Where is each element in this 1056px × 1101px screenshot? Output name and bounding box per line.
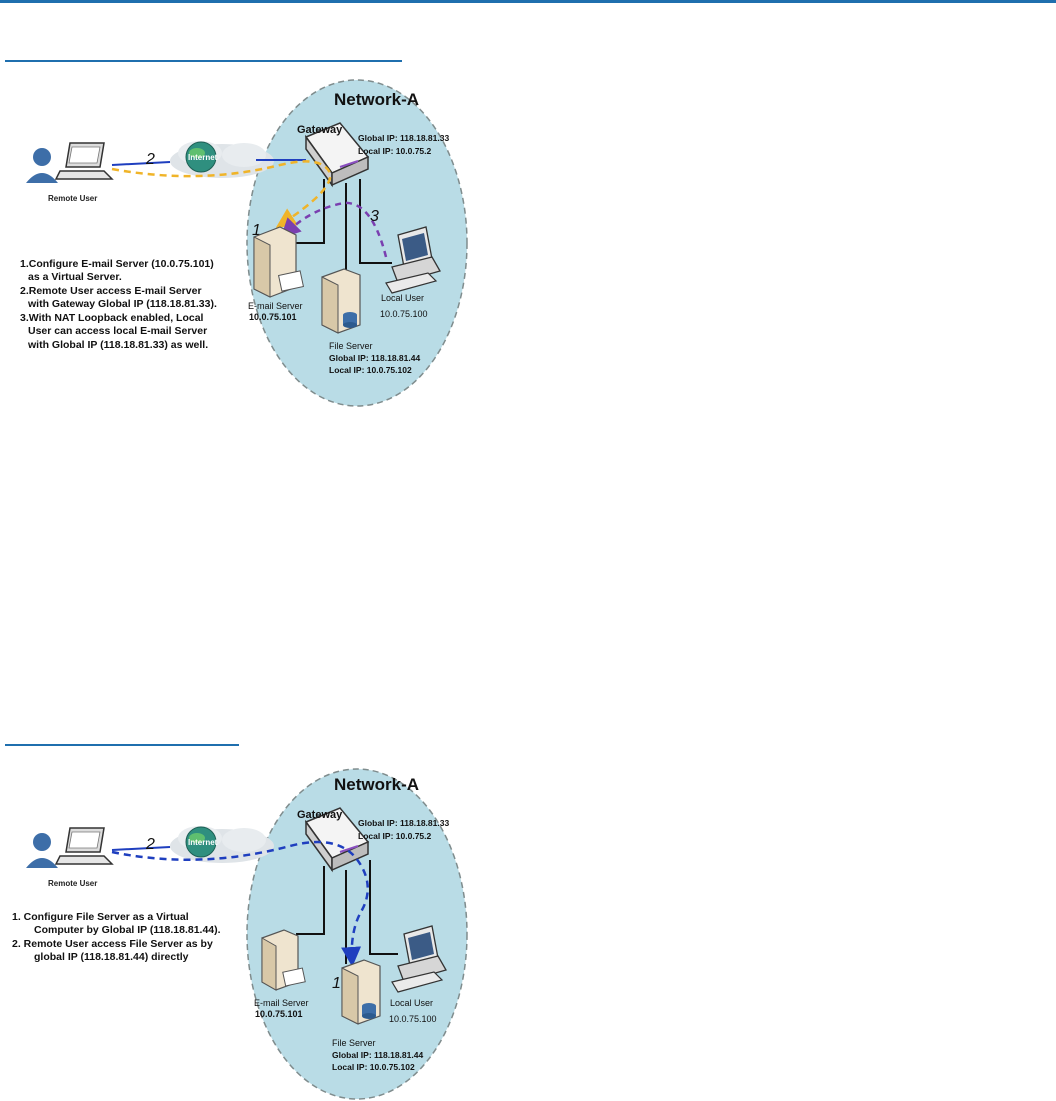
- file-server-icon: [341, 959, 381, 1025]
- file-server-global-ip: Global IP: 118.18.81.44: [332, 1050, 423, 1060]
- gateway-local-ip: Local IP: 10.0.75.2: [358, 146, 432, 156]
- email-server-ip: 10.0.75.101: [249, 312, 297, 322]
- file-server-label: File Server: [332, 1038, 376, 1048]
- step-1-label: 1: [252, 222, 261, 239]
- internet-label: Internet: [188, 838, 218, 847]
- gateway-global-ip: Global IP: 118.18.81.33: [358, 133, 449, 143]
- local-user-label: Local User: [381, 293, 424, 303]
- diagram-virtual-server-loopback: Network-A Remote User Internet Gateway G…: [20, 79, 468, 407]
- network-a-label: Network-A: [334, 775, 419, 794]
- section-heading-rule-virtual-computer: [5, 744, 239, 746]
- file-server-local-ip: Local IP: 10.0.75.102: [329, 365, 412, 375]
- diagram-virtual-computer: Network-A Remote User Internet Gateway G…: [12, 768, 468, 1100]
- gateway-label: Gateway: [297, 124, 343, 136]
- internet-label: Internet: [188, 153, 218, 162]
- network-a-area: [246, 768, 468, 1100]
- lan-link-email: [296, 866, 325, 935]
- remote-user-icon: [26, 142, 114, 183]
- email-server-icon: [261, 929, 306, 991]
- local-user-ip: 10.0.75.100: [389, 1014, 437, 1024]
- lan-link-email: [296, 179, 325, 244]
- local-user-label: Local User: [390, 998, 433, 1008]
- step-2-label: 2: [145, 836, 155, 853]
- note-line: 3.With NAT Loopback enabled, Local: [20, 312, 204, 324]
- remote-user-label: Remote User: [48, 879, 97, 888]
- gateway-router-icon: [304, 807, 370, 873]
- remote-link: [111, 161, 171, 166]
- remote-access-path: [111, 160, 332, 228]
- gateway-local-ip: Local IP: 10.0.75.2: [358, 831, 432, 841]
- diagram1-notes: 1.Configure E-mail Server (10.0.75.101) …: [20, 258, 217, 351]
- file-server-local-ip: Local IP: 10.0.75.102: [332, 1062, 415, 1072]
- network-a-area: [246, 79, 468, 407]
- note-line: Computer by Global IP (118.18.81.44).: [34, 924, 221, 936]
- email-server-label: E-mail Server: [254, 998, 309, 1008]
- note-line: as a Virtual Server.: [28, 271, 122, 283]
- step-1-label: 1: [332, 975, 341, 992]
- lan-link-local: [369, 860, 398, 955]
- gateway-router-icon: [304, 122, 370, 188]
- step-2-label: 2: [145, 151, 155, 168]
- note-line: 1.Configure E-mail Server (10.0.75.101): [20, 258, 214, 270]
- file-server-icon: [321, 268, 361, 334]
- email-server-icon: [253, 226, 305, 298]
- local-user-ip: 10.0.75.100: [380, 309, 428, 319]
- diagram2-notes: 1. Configure File Server as a Virtual Co…: [12, 911, 221, 963]
- section-heading-rule-virtual-server: [5, 60, 402, 62]
- step-3-label: 3: [370, 208, 379, 225]
- file-server-label: File Server: [329, 341, 373, 351]
- note-line: global IP (118.18.81.44) directly: [34, 951, 189, 963]
- file-server-global-ip: Global IP: 118.18.81.44: [329, 353, 420, 363]
- note-line: User can access local E-mail Server: [28, 325, 207, 337]
- note-line: 2. Remote User access File Server as by: [12, 938, 213, 950]
- gateway-global-ip: Global IP: 118.18.81.33: [358, 818, 449, 828]
- remote-user-icon: [26, 827, 114, 868]
- local-user-pc-icon: [385, 226, 441, 294]
- remote-user-label: Remote User: [48, 194, 97, 203]
- note-line: with Global IP (118.18.81.33) as well.: [27, 339, 208, 351]
- note-line: with Gateway Global IP (118.18.81.33).: [27, 298, 217, 310]
- gateway-label: Gateway: [297, 809, 343, 821]
- note-line: 1. Configure File Server as a Virtual: [12, 911, 189, 923]
- network-a-label: Network-A: [334, 90, 419, 109]
- top-rule: [0, 0, 1056, 3]
- direct-access-path: [111, 840, 369, 967]
- note-line: 2.Remote User access E-mail Server: [20, 285, 202, 297]
- email-server-label: E-mail Server: [248, 301, 303, 311]
- loopback-path: [280, 201, 388, 258]
- local-user-pc-icon: [391, 925, 447, 993]
- internet-cloud-icon: [170, 141, 274, 178]
- email-server-ip: 10.0.75.101: [255, 1009, 303, 1019]
- remote-link: [111, 846, 171, 851]
